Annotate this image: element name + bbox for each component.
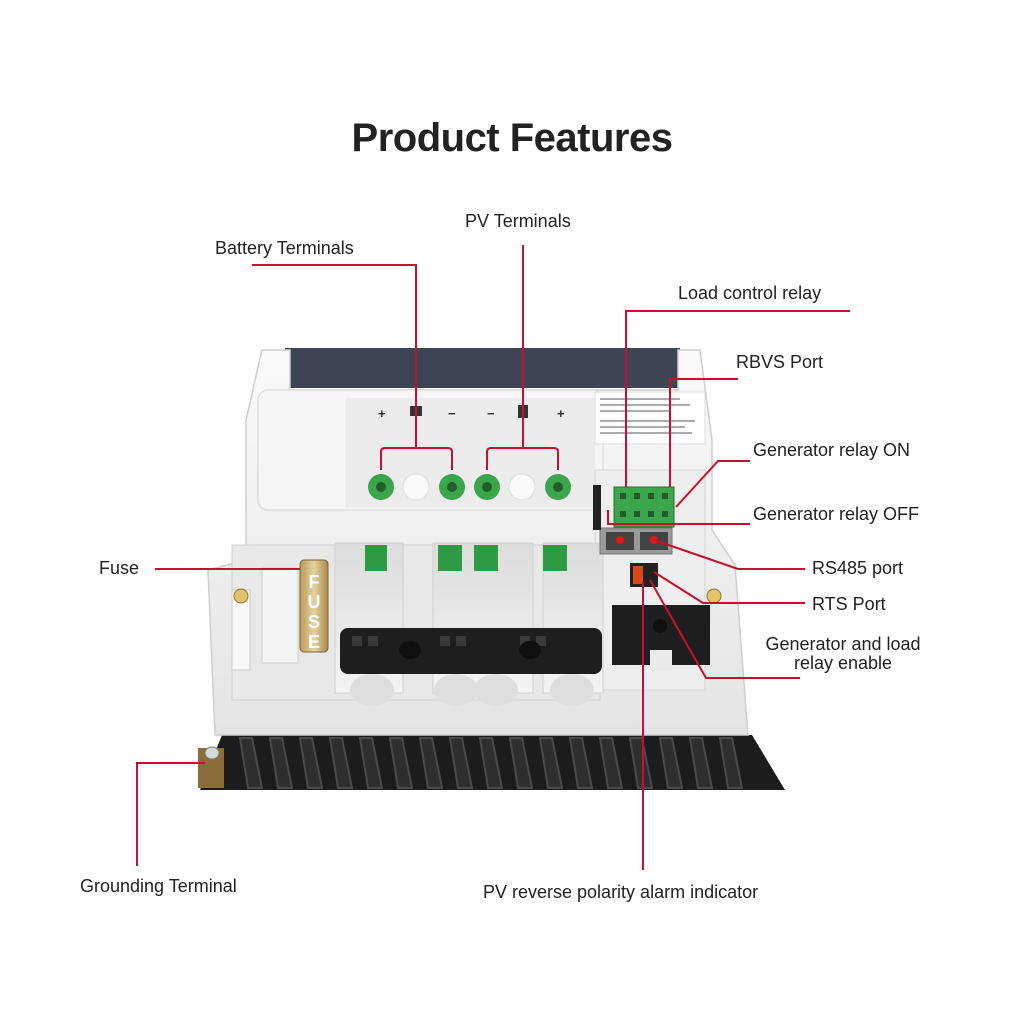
page-title: Product Features <box>351 116 673 160</box>
heatsink-fin <box>598 737 624 789</box>
callout-leader-lines <box>136 245 850 870</box>
callout-fuse: Fuse <box>99 558 140 578</box>
battery-plus-mark: + <box>378 406 386 421</box>
svg-text:S: S <box>308 612 320 632</box>
heatsink-fin <box>448 737 474 789</box>
heatsink-fin <box>298 737 324 789</box>
callout-battery-terminals: Battery Terminals <box>215 238 354 258</box>
callout-rts-port: RTS Port <box>812 594 886 614</box>
grounding-terminal-part <box>198 746 224 788</box>
heatsink-fin <box>658 737 684 789</box>
pv-minus-mark: − <box>487 406 495 421</box>
screw-terminals <box>368 473 571 501</box>
heatsink-fin <box>718 737 744 789</box>
callout-grounding-terminal: Grounding Terminal <box>80 876 237 896</box>
rs485-rj-ports <box>599 527 673 555</box>
pv-plus-mark: + <box>557 406 565 421</box>
svg-text:U: U <box>308 592 321 612</box>
heatsink-fin <box>268 737 294 789</box>
heatsink-fin <box>628 737 654 789</box>
callout-generator-relay-on: Generator relay ON <box>753 440 911 460</box>
left-side-slot <box>593 485 601 530</box>
heatsink-fin <box>688 737 714 789</box>
callout-rs485-port: RS485 port <box>812 558 904 578</box>
heatsink-fin <box>238 737 264 789</box>
display-panel <box>285 348 680 388</box>
relay-terminal-blocks <box>613 486 675 528</box>
heatsink-fin <box>388 737 414 789</box>
heatsink-fin <box>568 737 594 789</box>
callout-generator-relay-off: Generator relay OFF <box>753 504 920 524</box>
heatsink-fin <box>418 737 444 789</box>
heatsink-fin <box>478 737 504 789</box>
heatsink <box>200 735 785 790</box>
svg-text:E: E <box>308 632 320 652</box>
callout-relay-enable-line1: Generator and load <box>765 634 921 654</box>
heatsink-fin <box>328 737 354 789</box>
callout-pv-terminals: PV Terminals <box>465 211 571 231</box>
callout-relay-enable-line2: relay enable <box>793 653 893 673</box>
callout-rbvs-port: RBVS Port <box>736 352 824 372</box>
svg-text:F: F <box>309 572 320 592</box>
cable-clamp-bar <box>340 628 602 706</box>
callout-generator-load-relay-enable: Generator and load relay enable <box>752 635 934 673</box>
heatsink-fin <box>358 737 384 789</box>
callout-load-control-relay: Load control relay <box>678 283 822 303</box>
heatsink-fin <box>538 737 564 789</box>
heatsink-fin <box>508 737 534 789</box>
callout-pv-reverse-polarity-alarm: PV reverse polarity alarm indicator <box>483 882 759 902</box>
battery-minus-mark: − <box>448 406 456 421</box>
fuse-part: F U S E <box>231 559 329 671</box>
